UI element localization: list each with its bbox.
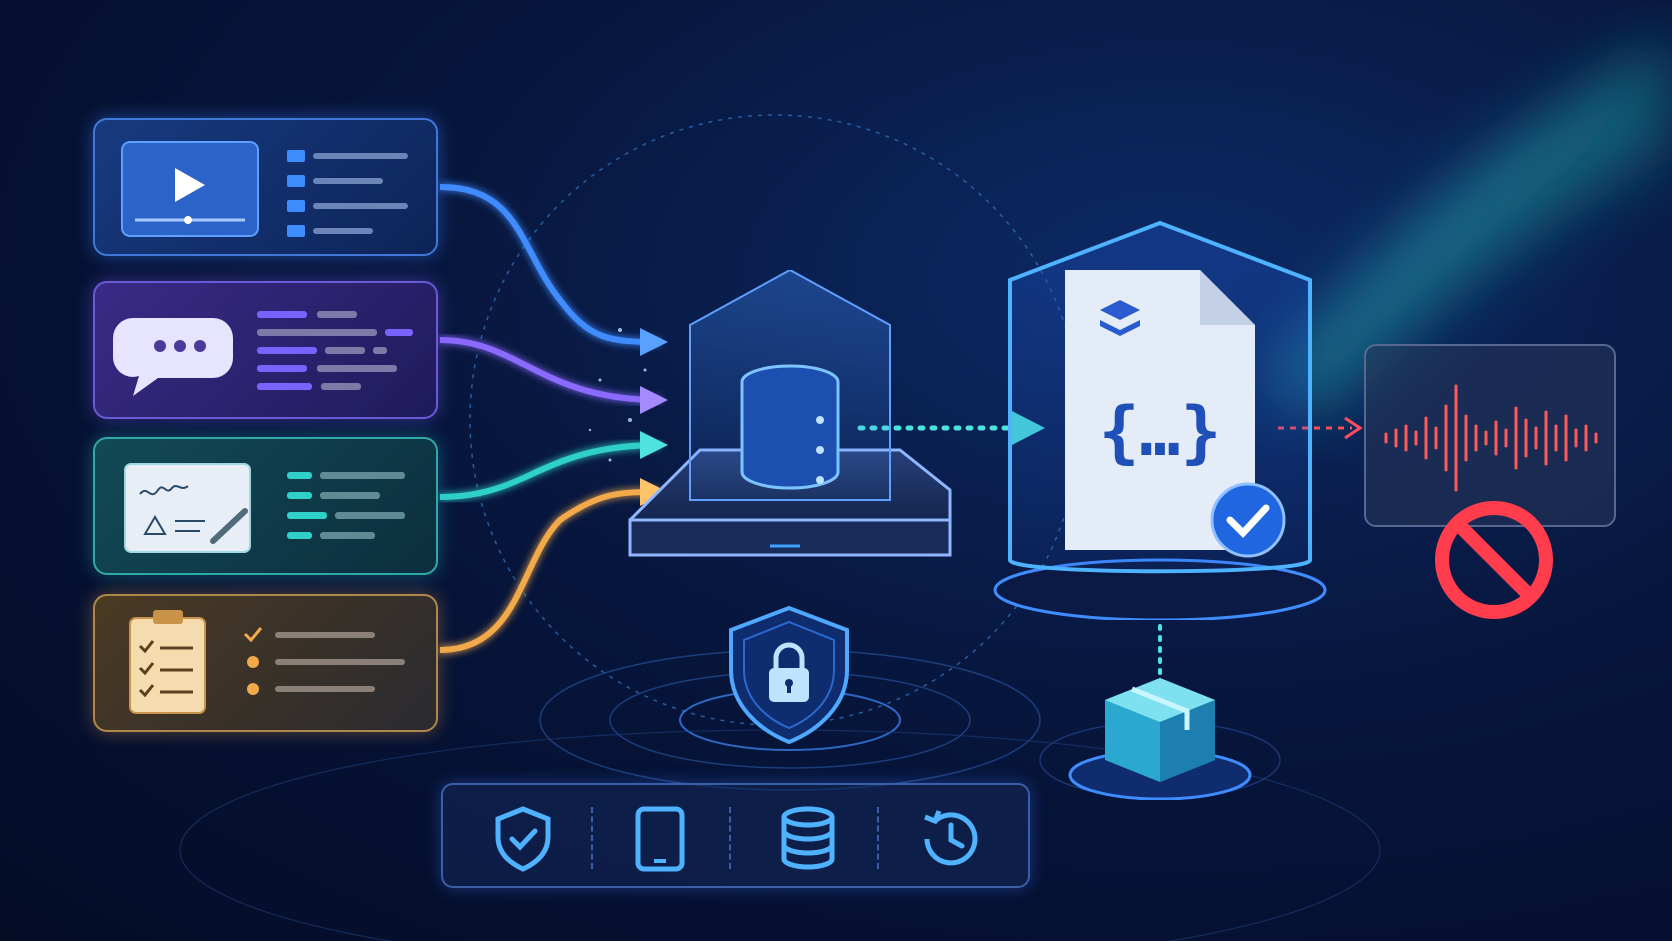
- svg-text:{…}: {…}: [1099, 393, 1222, 472]
- shield-lock-icon: [729, 605, 849, 745]
- list-lines: [287, 150, 408, 237]
- blocked-audio-panel: [1364, 344, 1616, 527]
- check-badge-icon: [1226, 504, 1270, 539]
- video-player-icon: [121, 141, 408, 237]
- arrowhead-blocked: [1344, 416, 1363, 440]
- history-icon[interactable]: [915, 803, 985, 873]
- aurora-glow: [1260, 40, 1672, 420]
- flow-line-video: [439, 184, 661, 345]
- toolbar-divider: [591, 807, 593, 869]
- tablet-icon[interactable]: [625, 803, 695, 873]
- arrowhead-checklist: [640, 478, 668, 506]
- source-card-chat: [93, 281, 438, 419]
- flow-line-chat: [439, 337, 661, 403]
- source-card-checklist: [93, 594, 438, 732]
- flow-line-checklist: [439, 489, 661, 653]
- toolbar-divider: [729, 807, 731, 869]
- toolbar-divider: [877, 807, 879, 869]
- message-lines: [257, 311, 413, 390]
- arrowhead-video: [640, 328, 668, 356]
- list-lines: [287, 472, 405, 539]
- package-box-icon: [1068, 678, 1252, 800]
- clipboard-checklist-icon: [129, 610, 405, 714]
- database-icon[interactable]: [773, 803, 843, 873]
- prohibited-icon: [1435, 501, 1553, 619]
- flow-line-signature: [439, 442, 661, 500]
- chat-bubble-icon: [113, 311, 413, 396]
- toolbar: [441, 783, 1030, 888]
- audio-waveform-icon: [1384, 384, 1598, 492]
- list-lines: [243, 627, 405, 695]
- arrowhead-chat: [640, 386, 668, 414]
- json-document-icon: {…}: [993, 220, 1327, 620]
- arrowhead-signature: [640, 431, 668, 459]
- source-card-signature: [93, 437, 438, 575]
- sparkles: [588, 328, 647, 462]
- source-card-video: [93, 118, 438, 256]
- signed-document-icon: [124, 463, 405, 553]
- shield-check-icon[interactable]: [488, 803, 558, 873]
- database-on-tablet-icon: [628, 270, 952, 557]
